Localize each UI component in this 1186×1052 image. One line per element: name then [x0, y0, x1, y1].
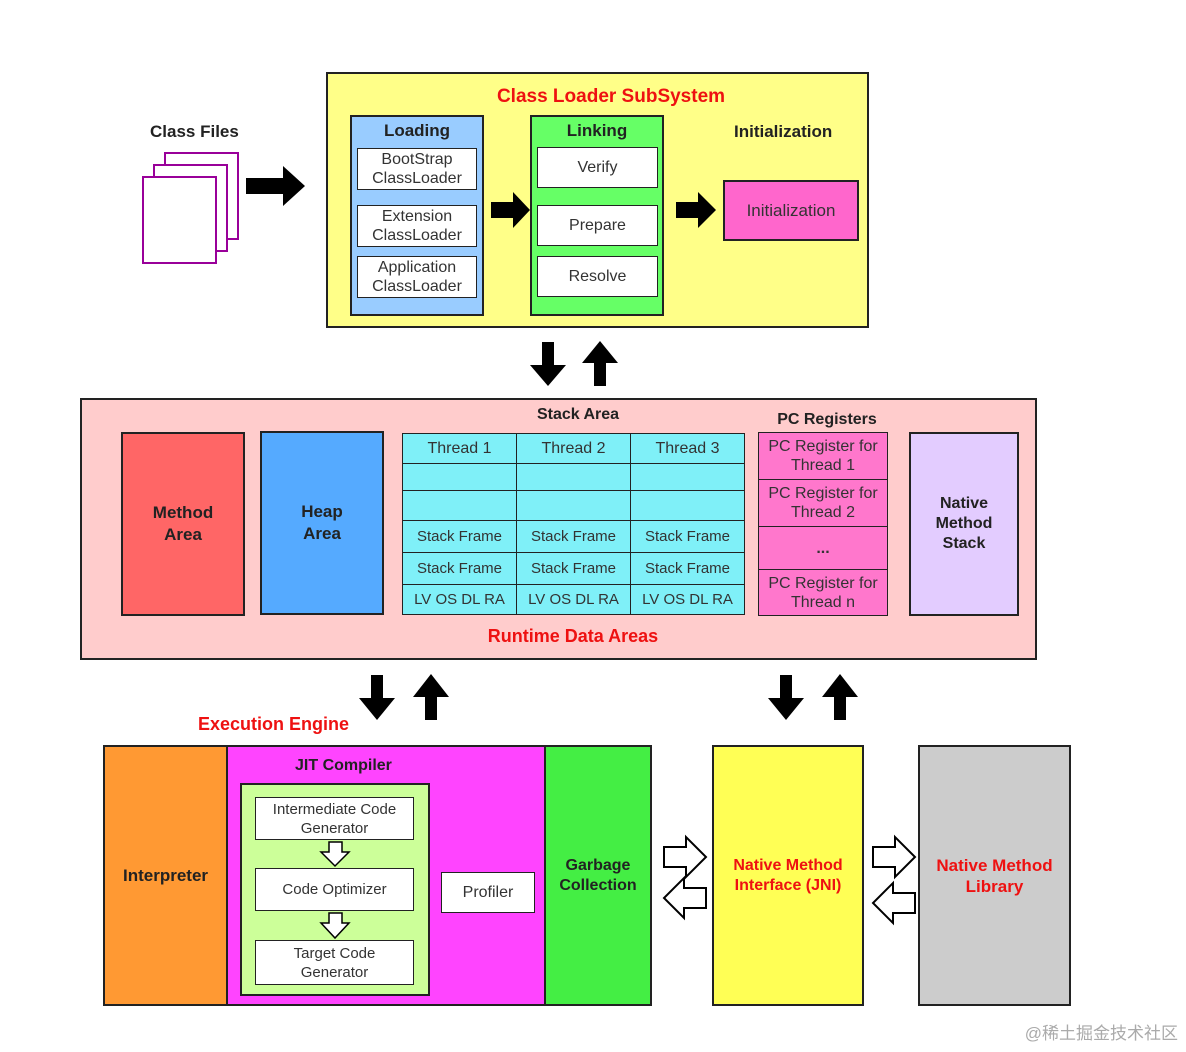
resolve-step: Resolve: [537, 256, 658, 297]
stack-frame: Stack Frame: [516, 520, 631, 553]
up-arrow-icon: [822, 674, 858, 720]
native-method-library: Native Method Library: [918, 745, 1071, 1006]
down-arrow-icon: [530, 342, 566, 386]
right-arrow-icon: [676, 192, 716, 228]
runtime-data-areas-title: Runtime Data Areas: [487, 625, 659, 646]
hollow-down-arrow-icon: [319, 841, 351, 868]
pc-register-thread-2: PC Register for Thread 2: [758, 479, 888, 527]
class-files-icon: [140, 150, 242, 268]
native-method-stack: Native Method Stack: [909, 432, 1019, 616]
hollow-left-arrow-icon: [871, 880, 916, 926]
interpreter: Interpreter: [103, 745, 228, 1006]
application-classloader: Application ClassLoader: [357, 256, 477, 298]
down-arrow-icon: [359, 675, 395, 720]
bootstrap-classloader: BootStrap ClassLoader: [357, 148, 477, 190]
target-code-generator: Target Code Generator: [255, 940, 414, 985]
stack-frame: Stack Frame: [630, 520, 745, 553]
prepare-step: Prepare: [537, 205, 658, 246]
method-area: Method Area: [121, 432, 245, 616]
stack-empty-row: [516, 463, 631, 491]
class-loader-title: Class Loader SubSystem: [496, 86, 726, 107]
stack-locals: LV OS DL RA: [402, 584, 517, 615]
initialization-box: Initialization: [723, 180, 859, 241]
stack-frame: Stack Frame: [630, 552, 745, 585]
hollow-right-arrow-icon: [872, 834, 917, 880]
up-arrow-icon: [413, 674, 449, 720]
hollow-left-arrow-icon: [662, 875, 707, 921]
code-optimizer: Code Optimizer: [255, 868, 414, 911]
verify-step: Verify: [537, 147, 658, 188]
stack-locals: LV OS DL RA: [630, 584, 745, 615]
stack-frame: Stack Frame: [516, 552, 631, 585]
intermediate-code-generator: Intermediate Code Generator: [255, 797, 414, 840]
stack-area-title: Stack Area: [536, 406, 620, 423]
heap-area: Heap Area: [260, 431, 384, 615]
up-arrow-icon: [582, 341, 618, 386]
watermark: @稀土掘金技术社区: [1024, 1024, 1178, 1043]
stack-empty-row: [402, 463, 517, 491]
loading-title: Loading: [383, 121, 451, 140]
pc-register-thread-1: PC Register for Thread 1: [758, 432, 888, 480]
stack-locals: LV OS DL RA: [516, 584, 631, 615]
garbage-collection: Garbage Collection: [544, 745, 652, 1006]
pc-register-thread-n: PC Register for Thread n: [758, 569, 888, 616]
execution-engine-title: Execution Engine: [198, 714, 350, 734]
initialization-title: Initialization: [734, 122, 833, 141]
profiler: Profiler: [441, 872, 535, 913]
class-files-label: Class Files: [150, 122, 239, 141]
stack-empty-row: [630, 463, 745, 491]
hollow-right-arrow-icon: [663, 834, 708, 880]
stack-frame: Stack Frame: [402, 520, 517, 553]
pc-registers-title: PC Registers: [777, 411, 877, 428]
right-arrow-icon: [246, 166, 305, 206]
hollow-down-arrow-icon: [319, 912, 351, 940]
native-method-interface: Native Method Interface (JNI): [712, 745, 864, 1006]
down-arrow-icon: [768, 675, 804, 720]
thread-1-header: Thread 1: [402, 433, 517, 464]
linking-title: Linking: [566, 121, 628, 140]
jit-compiler-title: JIT Compiler: [295, 757, 392, 774]
extension-classloader: Extension ClassLoader: [357, 205, 477, 247]
right-arrow-icon: [491, 192, 530, 228]
